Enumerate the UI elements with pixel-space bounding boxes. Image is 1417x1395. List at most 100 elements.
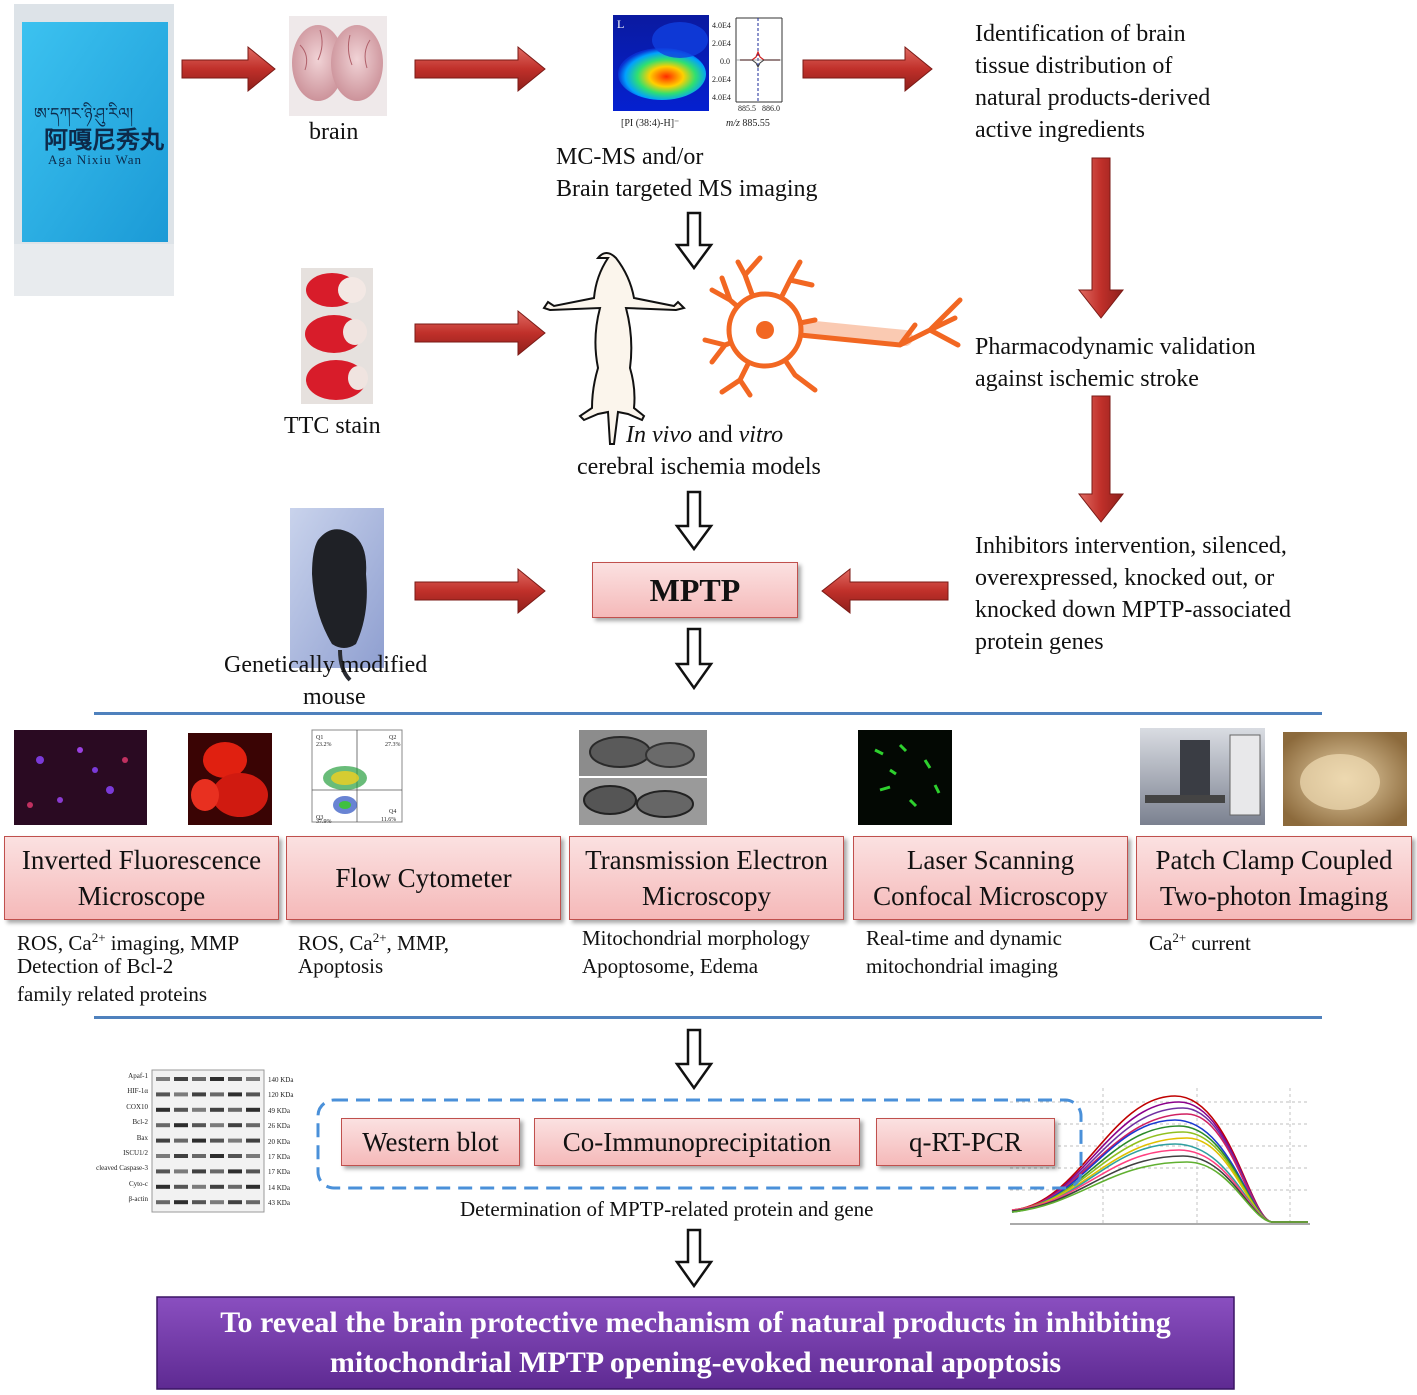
method-title-line: Microscope [77,881,206,911]
pharmacodynamic-line2: against ischemic stroke [975,366,1199,392]
identification-line3: natural products-derived [975,85,1211,111]
western-protein-label: COX10 [126,1102,148,1111]
mouse-label-line2: mouse [303,684,366,710]
western-blot-band [174,1123,188,1128]
western-size-label: 49 KDa [268,1106,290,1115]
method-box-patch-clamp: Patch Clamp Coupled Two-photon Imaging [1136,836,1412,920]
two-photon-image [1283,732,1407,826]
western-blot-band [246,1169,260,1174]
hollow-arrow-3 [674,627,714,691]
arrow-identification-to-pharmacodynamic [1077,157,1125,319]
western-blot-band [246,1200,260,1205]
western-protein-label: Cyto-c [128,1179,148,1188]
hollow-arrow-2 [674,490,714,552]
flow-q2: Q2 [389,735,397,741]
western-size-label: 17 KDa [268,1168,290,1177]
western-blot-band [156,1092,170,1097]
assay-western-blot: Western blot [341,1118,520,1166]
western-blot-band [210,1138,224,1143]
ms-label-line1: MC-MS and/or [556,144,704,170]
models-line1: In vivo and vitro [626,419,783,451]
identification-line1: Identification of brain [975,21,1186,47]
method-box-flow: Flow Cytometer [286,836,561,920]
fluorescence-image-2 [188,733,272,825]
vitro-text: vitro [738,422,784,448]
western-blot-band [228,1123,242,1128]
western-size-label: 17 KDa [268,1153,290,1161]
ms-caption-value: 885.55 [739,118,770,129]
ms-ytick-5: 4.0E4 [712,93,731,102]
western-protein-label: HIF-1α [127,1087,148,1096]
method-title-line: Two-photon Imaging [1159,881,1389,911]
assay-dashed-box [316,1098,1083,1190]
qpcr-curve [1011,1137,1308,1223]
western-blot-band [192,1107,206,1112]
western-blot-band [246,1154,260,1158]
western-protein-label: Bax [136,1133,148,1142]
western-blot-band [174,1077,188,1081]
inhibitors-line4: protein genes [975,629,1104,655]
method-title-line: Laser Scanning [906,845,1075,875]
ttc-stain-image [301,268,373,404]
arrow-ms-to-identification [802,45,933,93]
western-blot-band [156,1184,170,1189]
method-box-confocal: Laser Scanning Confocal Microscopy [853,836,1128,920]
desc-confocal-1: Real-time and dynamic [866,926,1062,950]
desc-tem-1: Mitochondrial morphology [582,926,811,950]
western-size-label: 14 KDa [268,1183,290,1192]
ms-ytick-4: 2.0E4 [712,75,731,84]
arrow-brain-to-ms [414,45,546,93]
ms-caption-left: [PI (38:4)-H]⁻ [621,118,680,129]
western-blot-band [174,1200,188,1205]
western-blot-band [156,1107,170,1112]
western-blot-band [228,1200,242,1205]
desc-fluorescence-3: family related proteins [17,982,208,1006]
identification-line2: tissue distribution of [975,53,1173,79]
red-vertical-arrows [1077,157,1125,523]
western-blot-band [192,1154,206,1158]
desc-patch-clamp-1: Ca2+ current [1149,930,1251,955]
hollow-arrow-5 [674,1228,714,1289]
western-size-label: 43 KDa [268,1199,290,1208]
western-blot-band [246,1123,260,1128]
western-blot-band [210,1169,224,1174]
western-protein-label: Bcl-2 [132,1118,148,1127]
inhibitors-line2: overexpressed, knocked out, or [975,565,1275,591]
arrow-inhibitors-to-mptp [821,567,949,615]
western-blot-band [246,1092,260,1097]
desc-fluorescence-1: ROS, Ca2+ imaging, MMP [17,930,240,955]
method-title-line: Inverted Fluorescence [21,845,262,875]
western-blot-band [192,1092,206,1097]
western-protein-label: ISCU1/2 [123,1149,148,1157]
western-blot-band [156,1077,170,1081]
assay-caption: Determination of MPTP-related protein an… [460,1197,874,1221]
mptp-label: MPTP [649,572,741,608]
pharmacodynamic-line1: Pharmacodynamic validation [975,334,1256,360]
western-blot-band [174,1169,188,1174]
models-line2: cerebral ischemia models [577,454,821,480]
assay-label: Western blot [362,1126,499,1157]
desc-confocal-2: mitochondrial imaging [866,954,1058,978]
drug-package-image [14,4,174,296]
western-blot-band [210,1077,224,1081]
inhibitors-line3: knocked down MPTP-associated [975,597,1291,623]
flow-q3-percent: 11.6% [381,817,397,823]
identification-line4: active ingredients [975,117,1145,143]
western-protein-label: Apaf-1 [128,1072,148,1080]
inhibitors-line1: Inhibitors intervention, silenced, [975,533,1287,559]
brain-label: brain [309,119,359,145]
western-blot-band [174,1138,188,1143]
western-blot-band [246,1107,260,1112]
ms-caption-mz: m/z [726,118,740,129]
desc-flow-2: Apoptosis [298,954,384,978]
patch-clamp-rig-photo [1140,728,1265,825]
method-title-line: Transmission Electron [585,845,828,875]
western-blot-band [228,1107,242,1112]
method-title-line: Microscopy [642,881,771,911]
divider-top [94,712,1322,715]
western-blot-band [246,1077,260,1081]
western-blot-band [192,1077,206,1081]
western-size-label: 120 KDa [268,1091,294,1100]
qpcr-curves-plot [1010,1088,1310,1225]
package-chinese-text: 阿嘎尼秀丸 [44,126,164,154]
